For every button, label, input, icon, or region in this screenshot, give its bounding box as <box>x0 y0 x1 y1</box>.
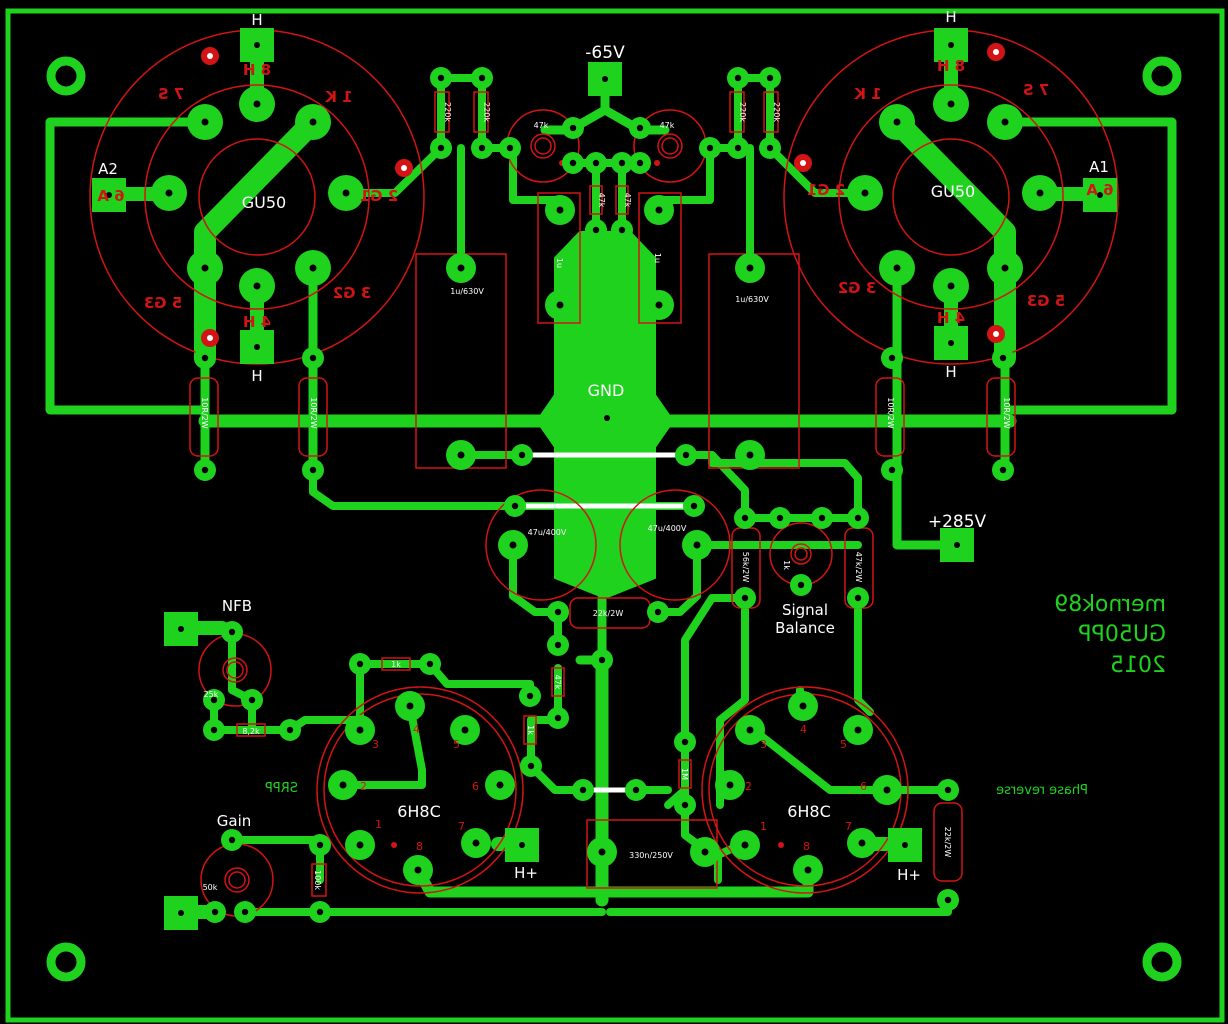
pot47k-l-label: 47k <box>534 121 549 130</box>
pot47k-r-label: 47k <box>660 121 675 130</box>
r1k-v-label: 1k <box>526 725 535 735</box>
r100k-label: 100k <box>313 870 322 890</box>
gnd-label: GND <box>588 381 625 400</box>
right-pin4: 4 H <box>937 309 965 327</box>
r1m-label: 1M <box>680 768 689 780</box>
right-heater-top: H <box>945 8 956 26</box>
r6h8c-pin6: 6 <box>860 780 867 793</box>
l6h8c-pin1: 1 <box>375 818 382 831</box>
nfb-label: NFB <box>222 597 252 615</box>
right-pin1: 1 K <box>853 85 882 103</box>
left-6h8c-label: 6H8C <box>397 802 441 821</box>
year-text: 2015 <box>1110 653 1166 678</box>
r10r-b-label: 10R/2W <box>309 397 318 429</box>
l6h8c-pin6: 6 <box>472 780 479 793</box>
r47k-b-label: 47k <box>623 193 632 208</box>
right-6h8c-label: 6H8C <box>787 802 831 821</box>
r6h8c-pin1: 1 <box>760 820 767 833</box>
gain-label: Gain <box>217 812 252 830</box>
r22k2w-right-label: 22k/2W <box>943 827 952 858</box>
r47k2w-label: 47k/2W <box>854 552 863 583</box>
cap1u-r-label: 1u <box>653 253 662 263</box>
r220k-b-label: 220k <box>482 102 491 122</box>
r10r-c-label: 10R/2W <box>886 397 895 429</box>
pin1-markers <box>201 43 1005 848</box>
right-gu50-label: GU50 <box>931 182 975 201</box>
right-anode-label: A1 <box>1089 158 1109 176</box>
r56k-label: 56k/2W <box>741 552 750 583</box>
l6h8c-pin8: 8 <box>416 840 423 853</box>
r6h8c-pin4: 4 <box>800 723 807 736</box>
r6h8c-pin8: 8 <box>803 840 810 853</box>
r220k-d-label: 220k <box>772 102 781 122</box>
l6h8c-pin3: 3 <box>372 738 379 751</box>
left-pin6: 6 A <box>97 187 125 205</box>
cap47u-l-label: 47u/400V <box>528 528 567 537</box>
l6h8c-pin2: 2 <box>360 780 367 793</box>
balance-label: Balance <box>775 619 835 637</box>
r10r-d-label: 10R/2W <box>1002 397 1011 429</box>
right-pin6: 6 A <box>1086 181 1114 199</box>
left-gu50-label: GU50 <box>242 193 286 212</box>
author-text: mernok89 <box>1054 592 1166 617</box>
left-pin2: 2 G1 <box>360 187 398 205</box>
r6h8c-pin5: 5 <box>840 738 847 751</box>
pot50k-label: 50k <box>203 883 218 892</box>
right-pin5: 5 G3 <box>1027 292 1065 310</box>
l6h8c-pin5: 5 <box>453 738 460 751</box>
signal-label: Signal <box>782 601 828 619</box>
r47k-a-label: 47k <box>597 193 606 208</box>
right-pin2: 2 G1 <box>807 181 845 199</box>
right-heater-bottom: H <box>945 363 956 381</box>
cap1u630-l-label: 1u/630V <box>450 287 484 296</box>
left-heater-top: H <box>251 11 262 29</box>
r10r-a-label: 10R/2W <box>200 397 209 429</box>
neg-rail-label: -65V <box>585 43 625 63</box>
r8k2-label: 8,2k <box>242 727 260 736</box>
r22k2w-mid-label: 22k/2W <box>593 609 624 618</box>
right-pin7: 7 S <box>1023 81 1049 99</box>
left-pin3: 3 G2 <box>333 284 371 302</box>
r6h8c-pin7: 7 <box>845 820 852 833</box>
r220k-c-label: 220k <box>738 102 747 122</box>
left-pin7: 7 S <box>158 85 184 103</box>
r6h8c-pin2: 2 <box>745 780 752 793</box>
phase-reverse-text: Phase reverse <box>996 783 1088 798</box>
board-outline <box>5 8 1225 1023</box>
r1k-top-label: 1k <box>391 660 401 669</box>
r220k-a-label: 220k <box>443 102 452 122</box>
right-pin8: 8 H <box>937 57 965 75</box>
cap330n-label: 330n/250V <box>629 851 673 860</box>
cap47u-r-label: 47u/400V <box>648 524 687 533</box>
r6h8c-pin3: 3 <box>760 738 767 751</box>
pot1k-label: 1k <box>782 560 791 570</box>
left-anode-label: A2 <box>98 160 118 178</box>
mounting-hole-icon <box>46 56 1182 982</box>
pos-rail-label: +285V <box>928 512 987 532</box>
l6h8c-pin4: 4 <box>413 723 420 736</box>
left-heater-bottom: H <box>251 367 262 385</box>
srpp-text: SRPP <box>265 781 298 796</box>
left-pin5: 5 G3 <box>144 294 182 312</box>
right-hplus-label: H+ <box>897 866 921 884</box>
left-pin8: 8 H <box>243 61 271 79</box>
cap1u630-r-label: 1u/630V <box>735 295 769 304</box>
l6h8c-pin7: 7 <box>458 820 465 833</box>
left-pin1: 1 K <box>324 88 353 106</box>
left-pin4: 4 H <box>243 313 271 331</box>
right-pin3: 3 G2 <box>838 279 876 297</box>
r47k-v-label: 47k <box>553 675 562 690</box>
cap1u-l-label: 1u <box>555 258 564 268</box>
pot25k-label: 25k <box>204 690 219 699</box>
left-hplus-label: H+ <box>514 864 538 882</box>
project-text: GU50PP <box>1078 622 1166 647</box>
branding: mernok89 GU50PP 2015 SRPP Phase reverse <box>265 592 1166 798</box>
